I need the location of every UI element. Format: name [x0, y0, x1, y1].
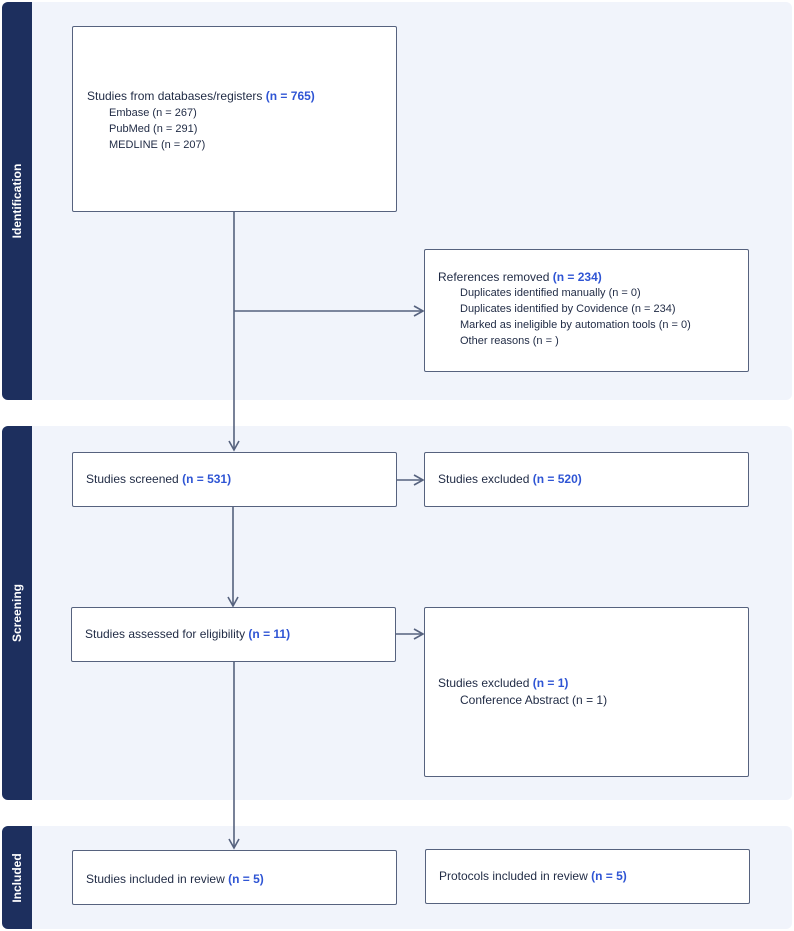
references-removed-item: Duplicates identified manually (n = 0)	[460, 287, 641, 299]
references-removed-box: References removed (n = 234) Duplicates …	[424, 249, 749, 372]
studies-included-title: Studies included in review (n = 5)	[86, 872, 264, 886]
studies-excluded-full-item: Conference Abstract (n = 1)	[460, 693, 608, 707]
studies-assessed-title: Studies assessed for eligibility (n = 11…	[85, 627, 291, 641]
references-removed-title: References removed (n = 234)	[438, 270, 602, 284]
databases-item: PubMed (n = 291)	[109, 123, 198, 135]
included-label: Included	[2, 826, 32, 929]
databases-title: Studies from databases/registers (n = 76…	[87, 89, 315, 103]
studies-excluded-screen-box: Studies excluded (n = 520)	[424, 452, 749, 507]
references-removed-item: Other reasons (n = )	[460, 335, 559, 347]
references-removed-item: Duplicates identified by Covidence (n = …	[460, 303, 676, 315]
studies-excluded-full-title: Studies excluded (n = 1)	[438, 676, 569, 690]
databases-box: Studies from databases/registers (n = 76…	[72, 26, 397, 212]
references-removed-item: Marked as ineligible by automation tools…	[460, 319, 691, 331]
studies-excluded-full-box: Studies excluded (n = 1) Conference Abst…	[424, 607, 749, 777]
studies-assessed-box: Studies assessed for eligibility (n = 11…	[71, 607, 396, 662]
databases-item: MEDLINE (n = 207)	[109, 139, 206, 151]
studies-screened-box: Studies screened (n = 531)	[72, 452, 397, 507]
studies-screened-title: Studies screened (n = 531)	[86, 472, 232, 486]
protocols-included-box: Protocols included in review (n = 5)	[425, 849, 750, 904]
databases-item: Embase (n = 267)	[109, 107, 197, 119]
identification-label: Identification	[2, 2, 32, 400]
studies-included-box: Studies included in review (n = 5)	[72, 850, 397, 905]
screening-label: Screening	[2, 426, 32, 800]
protocols-included-title: Protocols included in review (n = 5)	[439, 869, 627, 883]
studies-excluded-screen-title: Studies excluded (n = 520)	[438, 472, 582, 486]
